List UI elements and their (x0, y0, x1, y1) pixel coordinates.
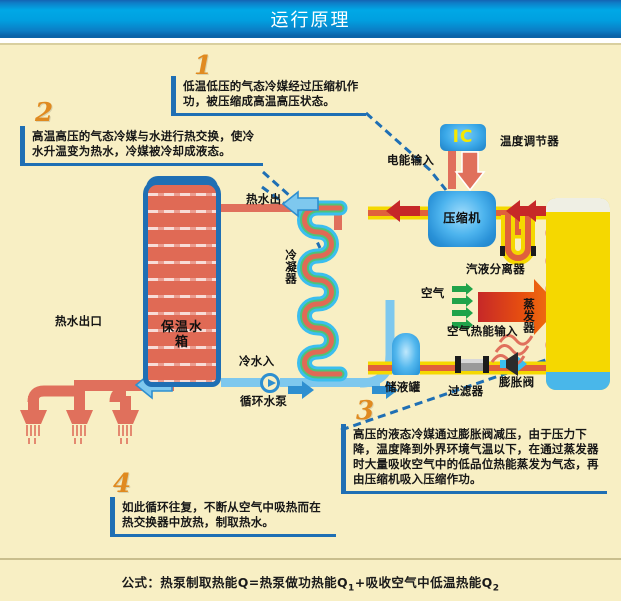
filter-icon (455, 356, 489, 373)
hot-water-pipes (27, 204, 342, 410)
note-3-number: 3 (356, 396, 375, 426)
evaporator-label: 蒸发器 (522, 298, 536, 334)
tank-water-pattern-2 (148, 185, 216, 382)
page-title: 运行原理 (270, 10, 351, 31)
separator-tube (501, 215, 535, 265)
note-2: 2 高温高压的气态冷媒与水进行热交换，使冷水升温变为热水，冷媒被冷却成液态。 (20, 100, 263, 166)
hot-water-outlet-label: 热水出口 (55, 314, 103, 328)
formula-sub-1: 1 (348, 583, 355, 594)
ic-chip-label: IC (452, 127, 474, 147)
note-1-number: 1 (194, 51, 213, 81)
note-3: 3 高压的液态冷媒通过膨胀阀减压，由于压力下降，温度降到外界环境气温以下，在通过… (341, 398, 607, 494)
temperature-regulator-label: 温度调节器 (500, 134, 559, 148)
water-arrows-solid (288, 381, 398, 399)
insulated-water-tank (143, 180, 221, 387)
note-1: 1 低温低压的气态冷媒经过压缩机作功，被压缩成高温高压状态。 (171, 53, 366, 116)
expansion-valve-label: 膨胀阀 (499, 375, 535, 389)
pump-label: 循环水泵 (240, 394, 288, 408)
note-4: 4 如此循环往复，不断从空气中吸热而在热交换器中放热，制取热水。 (110, 471, 336, 537)
title-gap (0, 38, 621, 43)
circulation-pump-icon (260, 373, 280, 393)
separator-label: 汽液分离器 (466, 262, 525, 276)
ic-down-arrow (448, 151, 486, 192)
note-1-text: 低温低压的气态冷媒经过压缩机作功，被压缩成高温高压状态。 (183, 79, 359, 108)
compressor-unit: 压缩机 (428, 191, 496, 247)
air-heat-arrow (478, 279, 560, 335)
flow-arrow-right (506, 200, 540, 222)
formula-prefix: 公式：热泵制取热能Q=热泵做功热能Q (121, 575, 349, 590)
formula-text: 公式：热泵制取热能Q=热泵做功热能Q1+吸收空气中低温热能Q2 (0, 572, 621, 594)
shower-heads (20, 410, 139, 444)
power-input-label: 电能输入 (387, 153, 435, 167)
formula-sub-2: 2 (492, 583, 500, 594)
liquid-storage-tank (392, 333, 420, 375)
note-2-number: 2 (35, 98, 54, 128)
ic-controller: IC (440, 124, 486, 151)
filter-label: 过滤器 (448, 384, 484, 398)
note-2-text: 高温高压的气态冷媒与水进行热交换，使冷水升温变为热水，冷媒被冷却成液态。 (32, 129, 255, 158)
pump-triangle (268, 379, 276, 387)
cold-water-in-label: 冷水入 (239, 354, 275, 368)
title-underline (0, 43, 621, 45)
evaporator-top (546, 198, 610, 212)
formula-middle: +吸收空气中低温热能Q (354, 575, 493, 590)
condenser-label: 冷凝器 (284, 249, 298, 285)
separator-feet (500, 246, 536, 256)
air-arrows (452, 283, 473, 331)
evaporator-body (546, 198, 610, 390)
note-3-text: 高压的液态冷媒通过膨胀阀减压，由于压力下降，温度降到外界环境气温以下，在通过蒸发… (353, 427, 599, 486)
condenser-coil (297, 200, 348, 382)
air-label: 空气 (421, 286, 445, 300)
liquid-tank-label: 储液罐 (385, 380, 421, 394)
expansion-valve-icon (506, 352, 518, 376)
hot-water-out-label: 热水出 (246, 192, 282, 206)
compressor-label: 压缩机 (443, 211, 481, 225)
formula-band (0, 558, 621, 601)
evaporator-base (546, 372, 610, 390)
note-4-text: 如此循环往复，不断从空气中吸热而在热交换器中放热，制取热水。 (122, 500, 321, 529)
title-bar: 运行原理 (0, 0, 621, 38)
note-4-number: 4 (113, 469, 132, 499)
water-tank-label: 保温水箱 (160, 320, 203, 350)
air-heat-input-label: 空气热能输入 (447, 324, 518, 338)
